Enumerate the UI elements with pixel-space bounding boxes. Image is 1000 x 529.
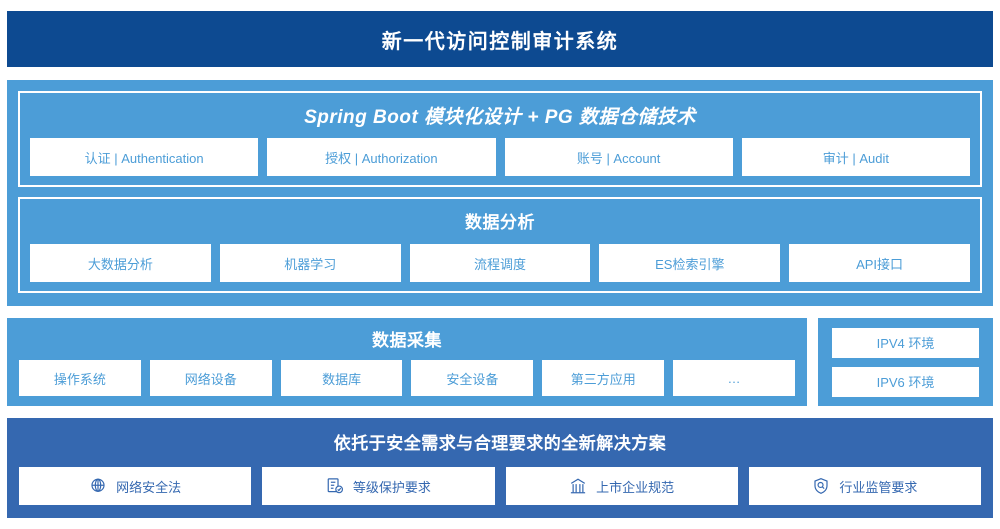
data-collection-title: 数据采集 bbox=[372, 331, 442, 350]
card-database[interactable]: 数据库 bbox=[280, 360, 403, 396]
solution-title: 依托于安全需求与合理要求的全新解决方案 bbox=[333, 434, 667, 453]
ip-environment-section: IPV4 环境 IPV6 环境 bbox=[818, 318, 993, 406]
collection-card-row: 操作系统 网络设备 数据库 安全设备 第三方应用 … bbox=[19, 360, 795, 396]
card-classified-protection-label: 等级保护要求 bbox=[352, 479, 431, 495]
card-account[interactable]: 账号 | Account bbox=[504, 138, 733, 176]
data-analysis-block: 数据分析 大数据分析 机器学习 流程调度 ES检索引擎 API接口 bbox=[18, 197, 982, 293]
bank-building-icon bbox=[569, 477, 587, 495]
card-listed-enterprise-standard-label: 上市企业规范 bbox=[596, 479, 675, 495]
card-ipv4-environment[interactable]: IPV4 环境 bbox=[832, 327, 979, 358]
globe-icon bbox=[89, 477, 107, 495]
card-network-device[interactable]: 网络设备 bbox=[149, 360, 272, 396]
card-ipv6-environment[interactable]: IPV6 环境 bbox=[832, 366, 979, 397]
card-industry-regulation[interactable]: 行业监管要求 bbox=[748, 467, 981, 505]
platform-card-row: 认证 | Authentication 授权 | Authorization 账… bbox=[30, 138, 970, 176]
page-title: 新一代访问控制审计系统 bbox=[381, 30, 619, 53]
card-authorization[interactable]: 授权 | Authorization bbox=[267, 138, 496, 176]
shield-search-icon bbox=[812, 477, 830, 495]
card-industry-regulation-label: 行业监管要求 bbox=[839, 479, 918, 495]
analysis-card-row: 大数据分析 机器学习 流程调度 ES检索引擎 API接口 bbox=[30, 244, 970, 282]
card-api-interface[interactable]: API接口 bbox=[789, 244, 970, 282]
spring-boot-block: Spring Boot 模块化设计 + PG 数据仓储技术 认证 | Authe… bbox=[18, 91, 982, 187]
card-es-search-engine[interactable]: ES检索引擎 bbox=[599, 244, 781, 282]
card-big-data-analysis[interactable]: 大数据分析 bbox=[30, 244, 211, 282]
card-cybersecurity-law-label: 网络安全法 bbox=[116, 479, 182, 495]
card-authentication[interactable]: 认证 | Authentication bbox=[30, 138, 259, 176]
card-listed-enterprise-standard[interactable]: 上市企业规范 bbox=[505, 467, 738, 505]
card-security-device[interactable]: 安全设备 bbox=[411, 360, 534, 396]
card-classified-protection[interactable]: 等级保护要求 bbox=[262, 467, 495, 505]
card-operating-system[interactable]: 操作系统 bbox=[19, 360, 141, 396]
solution-section: 依托于安全需求与合理要求的全新解决方案 网络安全法 bbox=[7, 418, 993, 518]
spring-boot-title: Spring Boot 模块化设计 + PG 数据仓储技术 bbox=[304, 107, 696, 128]
card-process-scheduling[interactable]: 流程调度 bbox=[409, 244, 591, 282]
document-check-icon bbox=[326, 477, 344, 495]
card-machine-learning[interactable]: 机器学习 bbox=[219, 244, 401, 282]
solution-card-row: 网络安全法 等级保护要求 bbox=[19, 467, 981, 505]
card-cybersecurity-law[interactable]: 网络安全法 bbox=[19, 467, 252, 505]
page-header: 新一代访问控制审计系统 bbox=[7, 11, 993, 67]
card-third-party-app[interactable]: 第三方应用 bbox=[542, 360, 665, 396]
card-more-ellipsis[interactable]: … bbox=[673, 360, 795, 396]
platform-section: Spring Boot 模块化设计 + PG 数据仓储技术 认证 | Authe… bbox=[7, 80, 993, 306]
data-collection-section: 数据采集 操作系统 网络设备 数据库 安全设备 第三方应用 … bbox=[7, 318, 807, 406]
data-analysis-title: 数据分析 bbox=[465, 213, 535, 232]
card-audit[interactable]: 审计 | Audit bbox=[741, 138, 970, 176]
